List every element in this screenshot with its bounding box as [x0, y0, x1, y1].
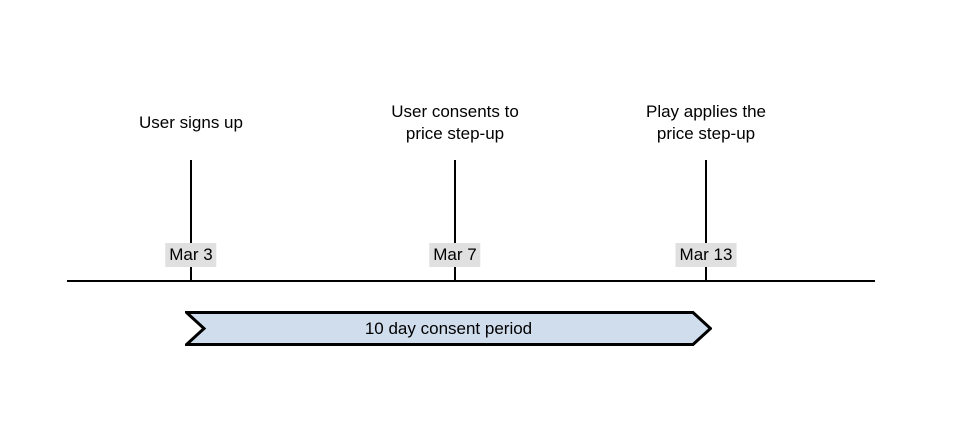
event-date-label: Mar 13 [675, 243, 737, 267]
event-tick-line [705, 160, 707, 281]
event-caption: User signs up [139, 112, 243, 134]
event-caption-line: User signs up [139, 113, 243, 132]
event-caption-line: Play applies the [645, 102, 767, 121]
consent-period-banner: 10 day consent period [185, 311, 712, 346]
event-caption: User consents to price step-up [391, 101, 519, 145]
event-tick-line [454, 160, 456, 281]
event-caption: Play applies the price step-up [646, 101, 766, 145]
consent-period-label: 10 day consent period [364, 318, 533, 338]
event-caption-line: User consents to [391, 102, 519, 121]
timeline-axis [67, 280, 875, 282]
chevron-arrow-icon [185, 311, 712, 346]
event-date-label: Mar 3 [165, 243, 217, 267]
event-caption-line: price step-up [405, 124, 505, 143]
event-tick-line [190, 160, 192, 281]
event-caption-line: price step-up [656, 124, 756, 143]
event-date-label: Mar 7 [429, 243, 481, 267]
